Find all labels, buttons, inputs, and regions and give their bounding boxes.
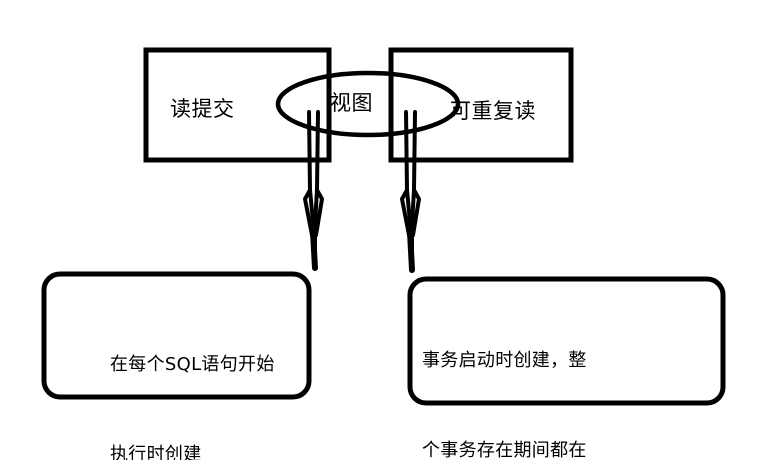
left-note-line-1: 在每个SQL语句开始 [110, 354, 275, 375]
label-repeatable-read: 可重复读 [450, 99, 536, 123]
box-right-note[interactable] [407, 276, 726, 406]
box-left-note[interactable] [41, 271, 312, 400]
right-note-line-1: 事务启动时创建，整 [422, 350, 587, 371]
ellipse-view[interactable] [275, 70, 461, 138]
box-repeatable-read[interactable] [388, 47, 574, 163]
right-note-text: 事务启动时创建，整 个事务存在期间都在 使用 [422, 286, 637, 460]
label-view: 视图 [330, 91, 373, 115]
left-note-text: 在每个SQL语句开始 执行时创建 [110, 290, 325, 460]
left-note-line-2: 执行时创建 [110, 444, 202, 460]
right-note-line-2: 个事务存在期间都在 [422, 440, 587, 460]
box-read-committed[interactable] [143, 47, 332, 163]
arrow-right [400, 110, 421, 273]
label-read-committed: 读提交 [170, 97, 235, 121]
arrow-left [303, 110, 324, 271]
